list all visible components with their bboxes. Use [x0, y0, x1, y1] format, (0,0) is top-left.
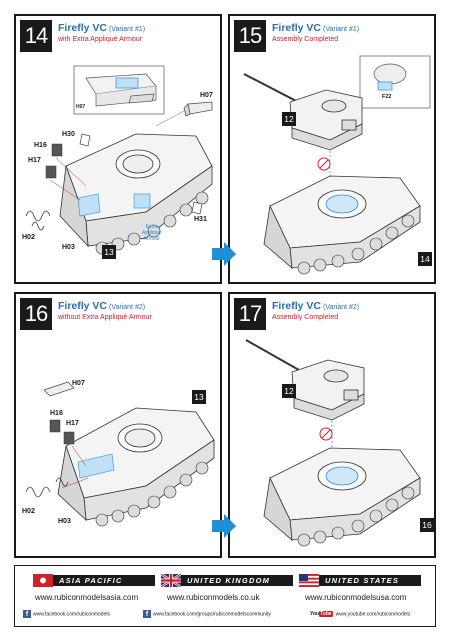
part-label-h07: H07: [200, 92, 213, 99]
website-uk[interactable]: www.rubiconmodels.co.uk: [167, 593, 260, 602]
step-title: Firefly VC(Variant #2): [272, 300, 360, 312]
front-plate-highlight: [77, 453, 115, 479]
union-jack-flag-icon: [161, 574, 181, 587]
youtube-icon: YouTube: [309, 610, 334, 618]
tow-cables: [25, 210, 51, 231]
step-17-panel: 17 Firefly VC(Variant #2) Assembly Compl…: [228, 292, 436, 558]
step-16-panel: 16 Firefly VC(Variant #2) without Extra …: [14, 292, 222, 558]
applique-armour: [77, 193, 151, 217]
part-h16-h17: [45, 143, 63, 179]
step-number: 16: [20, 298, 52, 330]
no-glue-icon: [317, 157, 331, 171]
road-wheels: [297, 214, 415, 275]
part-label-h16: H16: [34, 142, 47, 149]
step-14-illustration: [25, 65, 213, 255]
part-label-h30: H30: [62, 131, 75, 138]
step-15-illustration: [243, 55, 431, 275]
road-wheels: [297, 486, 415, 547]
facebook-icon: f: [23, 610, 31, 618]
part-label-h02: H02: [22, 508, 35, 515]
step-subtitle: Assembly Completed: [272, 314, 339, 321]
step-title: Firefly VC(Variant #1): [58, 22, 146, 34]
step-14-panel: 14 Firefly VC(Variant #1) with Extra App…: [14, 14, 222, 284]
facebook-icon: f: [143, 610, 151, 618]
part-label-h17: H17: [28, 157, 41, 164]
step-subtitle: Assembly Completed: [272, 36, 339, 43]
step-title: Firefly VC(Variant #1): [272, 22, 360, 34]
step-17-illustration: [245, 339, 421, 547]
us-flag-icon: [299, 574, 319, 587]
hatch-detail-inset: [359, 55, 431, 109]
step-number: 15: [234, 20, 266, 52]
step-16-illustration: [25, 381, 215, 527]
region-asia-pacific: ASIA PACIFIC: [33, 574, 155, 587]
variant-label: (Variant #1): [109, 26, 146, 33]
tank-hull: [263, 175, 421, 269]
hong-kong-flag-icon: [33, 574, 53, 587]
part-h31: [191, 201, 203, 215]
tow-cables: [25, 477, 69, 498]
part-label-h07-inset: H07: [76, 104, 86, 110]
variant-label: (Variant #2): [323, 304, 360, 311]
part-label-h02: H02: [22, 234, 35, 241]
part-h07: [43, 381, 75, 397]
part-label-h03: H03: [62, 244, 75, 251]
website-asia[interactable]: www.rubiconmodelsasia.com: [35, 593, 139, 602]
variant-label: (Variant #1): [323, 26, 360, 33]
next-step-arrow: [212, 242, 236, 266]
part-label-h31: H31: [194, 216, 207, 223]
part-h30: [79, 133, 91, 147]
region-united-kingdom: UNITED KINGDOM: [161, 574, 293, 587]
assembly-lines: [49, 157, 87, 201]
step-number: 14: [20, 20, 52, 52]
no-glue-icon: [319, 427, 333, 441]
assembly-lines: [61, 445, 89, 489]
part-h16-h17: [49, 419, 75, 445]
turret-reference-badge: 12: [282, 384, 296, 398]
hull-reference-badge: 14: [418, 252, 432, 266]
part-label-h07: H07: [72, 380, 85, 387]
part-h07: [183, 101, 213, 117]
variant-label: (Variant #2): [109, 304, 146, 311]
part-label-h17: H17: [66, 420, 79, 427]
tank-hull: [57, 407, 215, 522]
step-number: 17: [234, 298, 266, 330]
step-title: Firefly VC(Variant #2): [58, 300, 146, 312]
step-reference-badge: 13: [102, 245, 116, 259]
contact-footer: ASIA PACIFIC UNITED KINGDOM UNITED STATE…: [14, 565, 436, 627]
tank-hull: [263, 447, 421, 541]
step-reference-badge: 13: [192, 390, 206, 404]
website-usa[interactable]: www.rubiconmodelsusa.com: [305, 593, 407, 602]
turret-reference-badge: 12: [282, 112, 296, 126]
step-15-panel: 15 Firefly VC(Variant #1) Assembly Compl…: [228, 14, 436, 284]
turret: [245, 339, 365, 421]
region-united-states: UNITED STATES: [299, 574, 421, 587]
turret: [243, 73, 363, 151]
part-label-h03: H03: [58, 518, 71, 525]
part-label-h16: H16: [50, 410, 63, 417]
detail-inset: [73, 65, 165, 115]
road-wheels: [95, 461, 209, 527]
road-wheels: [95, 191, 209, 255]
hull-reference-badge: 16: [420, 518, 434, 532]
part-label-f22: F22: [382, 94, 392, 100]
tank-hull: [59, 133, 213, 248]
step-subtitle: without Extra Appliqué Armour: [58, 314, 152, 321]
next-step-arrow: [212, 514, 236, 538]
step-subtitle: with Extra Appliqué Armour: [58, 36, 143, 43]
